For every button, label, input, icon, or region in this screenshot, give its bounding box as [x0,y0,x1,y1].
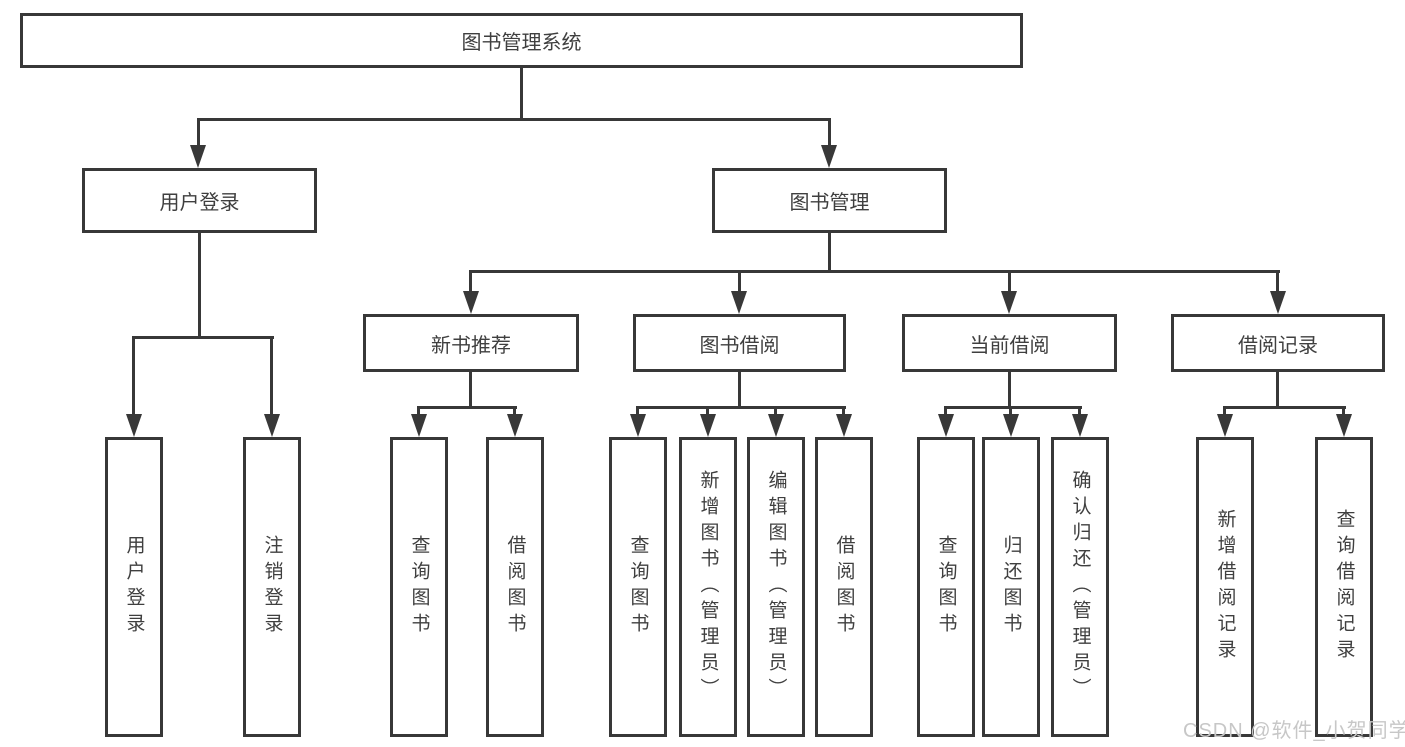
arrow-down-icon [821,145,837,168]
csdn-watermark: CSDN @软件_小贺同学 [1183,720,1405,742]
arrow-down-icon [411,414,427,437]
leaf-label: 查询图书 [627,535,649,639]
node-book-management: 图书管理 [712,168,947,233]
connector-line [738,272,741,293]
leaf-label: 归还图书 [1000,535,1022,639]
arrow-down-icon [731,291,747,314]
connector-line [944,406,1082,409]
connector-line [469,270,1280,273]
node-borrow-records: 借阅记录 [1171,314,1385,372]
node-book-borrow: 图书借阅 [633,314,846,372]
leaf-records-add-borrow-record: 新增借阅记录 [1196,437,1254,737]
connector-line [828,233,831,270]
arrow-down-icon [700,414,716,437]
connector-line [636,406,639,416]
leaf-current-query-books: 查询图书 [917,437,975,737]
leaf-borrow-add-books-admin: 新增图书（管理员） [679,437,737,737]
leaf-label: 借阅图书 [833,535,855,639]
arrow-down-icon [264,414,280,437]
leaf-label: 查询图书 [408,535,430,639]
arrow-down-icon [768,414,784,437]
leaf-recommend-borrow-books: 借阅图书 [486,437,544,737]
connector-line [706,406,709,416]
leaf-borrow-edit-books-admin: 编辑图书（管理员） [747,437,805,737]
leaf-label: 查询图书 [935,535,957,639]
leaf-label: 查询借阅记录 [1333,509,1355,665]
connector-line [1009,406,1012,416]
connector-line [1223,406,1226,416]
connector-line [417,406,420,416]
node-user-login: 用户登录 [82,168,317,233]
connector-line [513,406,516,416]
arrow-down-icon [1072,414,1088,437]
arrow-down-icon [836,414,852,437]
arrow-down-icon [1001,291,1017,314]
arrow-down-icon [1270,291,1286,314]
connector-line [197,120,200,147]
leaf-label: 编辑图书（管理员） [765,470,787,704]
connector-line [828,120,831,147]
connector-line [469,272,472,293]
connector-line [469,372,472,406]
node-current-borrow: 当前借阅 [902,314,1117,372]
leaf-current-return-books: 归还图书 [982,437,1040,737]
connector-line [1276,372,1279,406]
arrow-down-icon [1003,414,1019,437]
connector-line [774,406,777,416]
connector-line [1342,406,1345,416]
leaf-label: 新增借阅记录 [1214,509,1236,665]
connector-line [944,406,947,416]
connector-line [520,68,523,118]
arrow-down-icon [630,414,646,437]
leaf-label: 注销登录 [261,535,283,639]
connector-line [132,338,135,416]
leaf-records-query-borrow-record: 查询借阅记录 [1315,437,1373,737]
connector-line [1223,406,1346,409]
leaf-recommend-query-books: 查询图书 [390,437,448,737]
connector-line [197,118,831,121]
leaf-user-login: 用户登录 [105,437,163,737]
connector-line [1078,406,1081,416]
connector-line [842,406,845,416]
leaf-borrow-query-books: 查询图书 [609,437,667,737]
arrow-down-icon [463,291,479,314]
arrow-down-icon [938,414,954,437]
leaf-borrow-borrow-books: 借阅图书 [815,437,873,737]
arrow-down-icon [1217,414,1233,437]
node-new-book-recommend: 新书推荐 [363,314,579,372]
connector-line [1008,272,1011,293]
arrow-down-icon [190,145,206,168]
arrow-down-icon [126,414,142,437]
connector-line [1008,372,1011,406]
connector-line [417,406,517,409]
leaf-current-confirm-return-admin: 确认归还（管理员） [1051,437,1109,737]
leaf-label: 新增图书（管理员） [697,470,719,704]
connector-line [1276,272,1279,293]
connector-line [270,338,273,416]
leaf-label: 用户登录 [123,535,145,639]
connector-line [636,406,846,409]
leaf-label: 借阅图书 [504,535,526,639]
node-root-system: 图书管理系统 [20,13,1023,68]
arrow-down-icon [1336,414,1352,437]
leaf-label: 确认归还（管理员） [1069,470,1091,704]
connector-line [198,233,201,336]
connector-line [738,372,741,406]
arrow-down-icon [507,414,523,437]
connector-line [132,336,274,339]
leaf-logout: 注销登录 [243,437,301,737]
